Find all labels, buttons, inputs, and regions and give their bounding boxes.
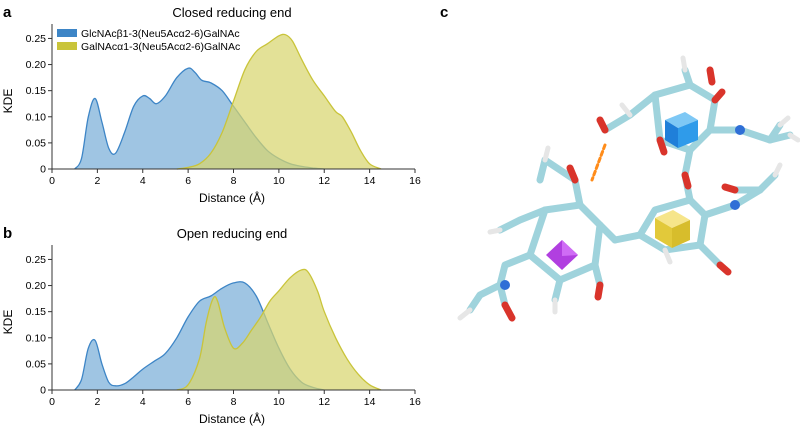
y-tick-label: 0.25	[26, 33, 47, 45]
molecule-oxygen-bonds	[501, 66, 739, 322]
blue-cube-icon	[665, 112, 698, 148]
chart-title: Open reducing end	[177, 226, 288, 241]
x-tick-label: 0	[49, 175, 55, 187]
series-2-area	[176, 269, 381, 390]
legend: GlcNAcβ1-3(Neu5Acα2-6)GalNAc GalNAcα1-3(…	[57, 28, 240, 53]
legend-swatch-series-2	[57, 42, 77, 50]
hydrogen-bond	[590, 143, 607, 182]
legend-swatch-series-1	[57, 29, 77, 37]
legend-label-series-2: GalNAcα1-3(Neu5Acα2-6)GalNAc	[81, 41, 240, 53]
chart-closed-reducing-end: Closed reducing end 0 2 4 6 8 10 12 14 16 0 0.05 0.…	[1, 5, 421, 205]
series-layer	[74, 33, 382, 170]
y-tick-label: 0.05	[26, 137, 47, 149]
chart-open-reducing-end: Open reducing end 0 2 4 6 8 10 12 14 16 0 0.05 0.10…	[1, 226, 421, 426]
x-tick-label: 10	[273, 175, 285, 187]
panel-letter-c: c	[440, 4, 448, 21]
series-2-line	[176, 33, 382, 170]
molecule-bonds	[466, 66, 794, 314]
y-tick-label: 0.10	[26, 332, 47, 344]
x-tick-label: 14	[364, 396, 376, 408]
x-tick-label: 4	[140, 396, 146, 408]
x-tick-label: 16	[409, 396, 421, 408]
yellow-cube-icon	[655, 210, 690, 248]
x-tick-label: 12	[318, 396, 330, 408]
y-tick-label: 0.20	[26, 280, 47, 292]
series-layer	[74, 268, 382, 391]
y-tick-label: 0	[40, 385, 46, 397]
molecule-structure	[457, 55, 800, 322]
y-tick-label: 0.10	[26, 111, 47, 123]
axes: 0 2 4 6 8 10 12 14 16 0 0.05 0.10 0.15 0.20 0.25	[26, 245, 421, 408]
molecule-nitrogen-atoms	[500, 125, 745, 290]
x-tick-label: 16	[409, 175, 421, 187]
y-axis-label: KDE	[1, 89, 15, 114]
x-tick-label: 10	[273, 396, 285, 408]
y-tick-label: 0.25	[26, 254, 47, 266]
series-2-area	[176, 34, 381, 170]
y-tick-label: 0.05	[26, 358, 47, 370]
y-tick-label: 0.15	[26, 85, 47, 97]
y-axis-label: KDE	[1, 310, 15, 335]
series-2-line	[176, 268, 382, 391]
molecule-hydrogen-atoms	[457, 55, 800, 321]
x-tick-label: 2	[94, 396, 100, 408]
y-tick-label: 0	[40, 164, 46, 176]
x-tick-label: 6	[185, 175, 191, 187]
legend-label-series-1: GlcNAcβ1-3(Neu5Acα2-6)GalNAc	[81, 28, 240, 40]
x-tick-label: 0	[49, 396, 55, 408]
x-tick-label: 12	[318, 175, 330, 187]
x-axis-label: Distance (Å)	[199, 411, 265, 426]
purple-diamond-icon	[546, 240, 578, 270]
x-axis-label: Distance (Å)	[199, 190, 265, 205]
y-tick-label: 0.15	[26, 306, 47, 318]
y-tick-label: 0.20	[26, 59, 47, 71]
series-1-area	[74, 68, 325, 169]
x-tick-label: 2	[94, 175, 100, 187]
panel-letter-a: a	[3, 4, 12, 21]
axes: 0 2 4 6 8 10 12 14 16 0 0.05 0.10 0.15 0.20 0.25	[26, 24, 421, 187]
x-tick-label: 8	[231, 396, 237, 408]
x-tick-label: 8	[231, 175, 237, 187]
x-tick-label: 6	[185, 396, 191, 408]
x-tick-label: 14	[364, 175, 376, 187]
chart-title: Closed reducing end	[172, 5, 291, 20]
panel-letter-b: b	[3, 225, 12, 242]
x-tick-label: 4	[140, 175, 146, 187]
